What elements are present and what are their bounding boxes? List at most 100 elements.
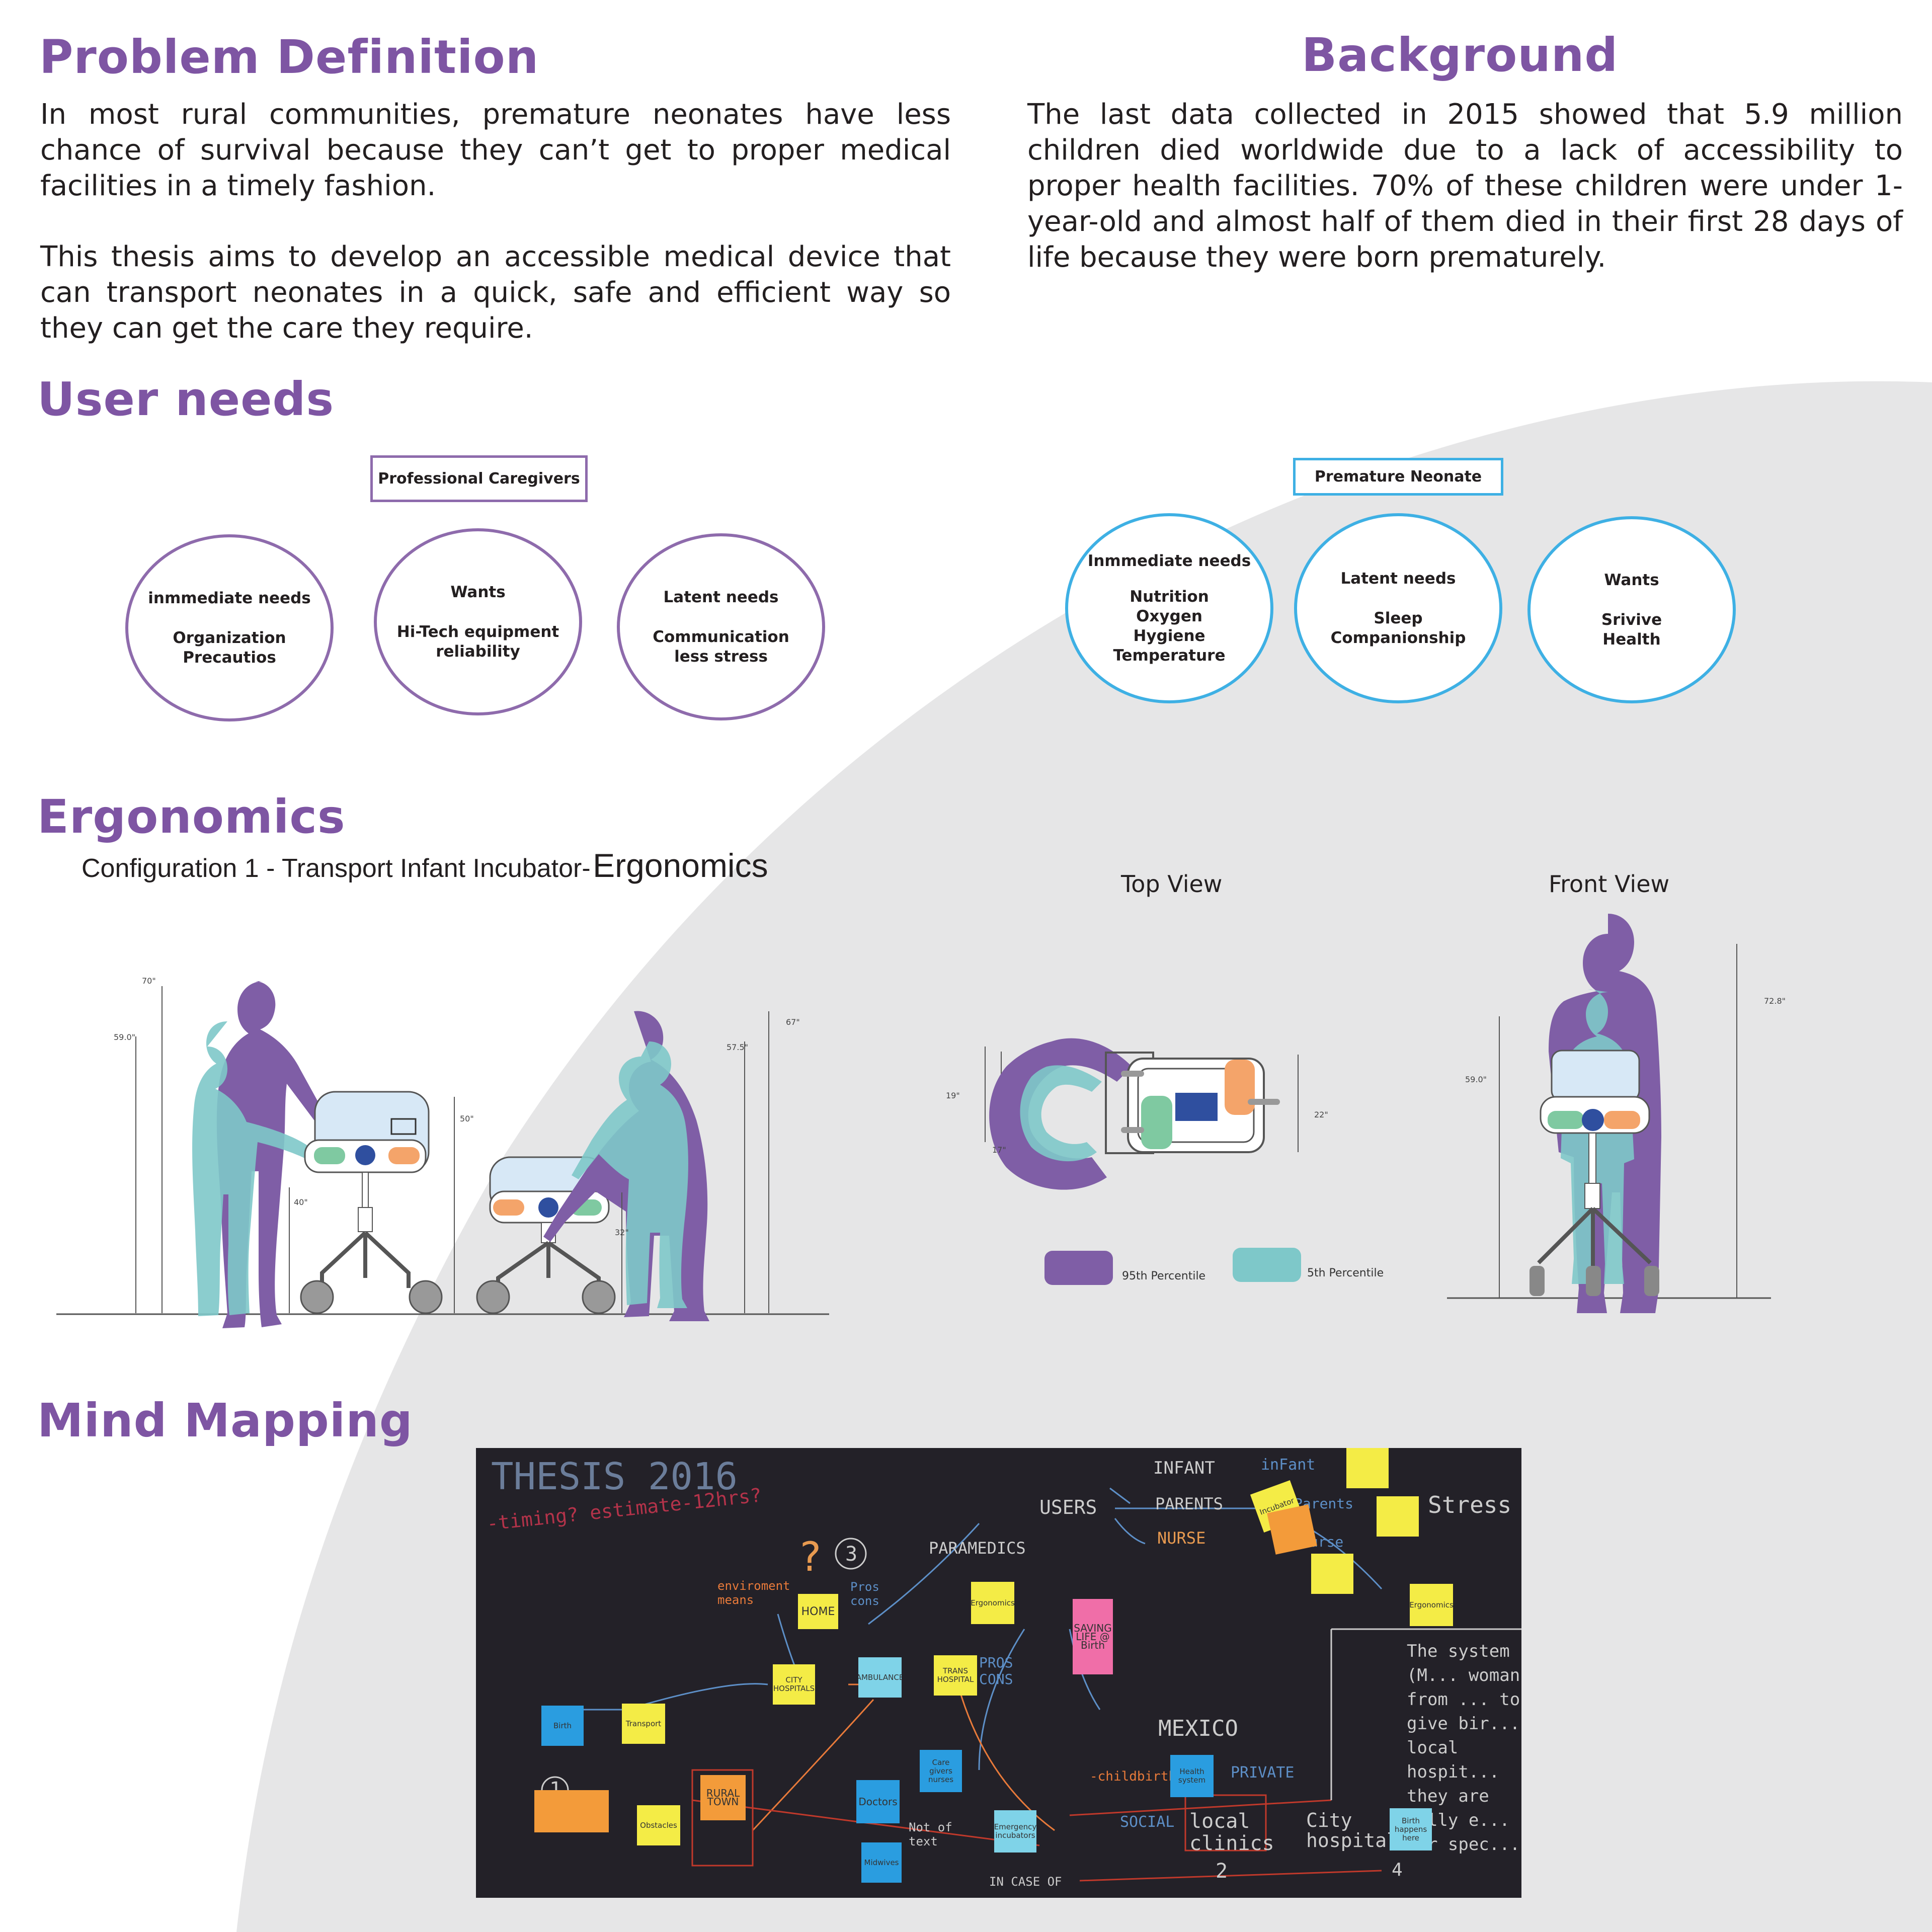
circle-title: Wants <box>1604 571 1659 589</box>
caregiver-circle-wants: Wants Hi-Tech equipment reliability <box>374 528 582 715</box>
chalk-circle <box>835 1538 867 1570</box>
dim-front-59: 59.0" <box>1465 1075 1487 1084</box>
panel-dial <box>355 1145 375 1165</box>
problem-title: Problem Definition <box>39 30 539 84</box>
chalk-local: local clinics <box>1189 1810 1274 1855</box>
front-caster <box>1644 1266 1659 1296</box>
circle-item: Nutrition <box>1130 587 1209 606</box>
panel-dial <box>1582 1109 1604 1131</box>
wheel <box>476 1280 510 1314</box>
note-ambulance: AMBULANCE <box>858 1657 902 1698</box>
short-figure-left <box>192 1021 318 1316</box>
note-emergency: Emergency incubators <box>994 1810 1036 1853</box>
wheel <box>300 1280 334 1314</box>
dim-67: 67" <box>786 1017 800 1027</box>
circle-item: Hi-Tech equipment <box>396 622 559 641</box>
caregivers-label: Professional Caregivers <box>370 455 588 502</box>
chalk-line <box>626 1683 768 1711</box>
top-view-panel-orange <box>1225 1060 1255 1115</box>
panel-orange <box>1604 1111 1640 1129</box>
circle-title: inmmediate needs <box>148 589 311 607</box>
chalk-thesis: THESIS 2016 <box>491 1455 738 1498</box>
caregiver-circle-immediate: inmmediate needs Organization Precautios <box>125 534 334 721</box>
panel-orange <box>493 1199 524 1216</box>
problem-paragraph-2: This thesis aims to develop an accessibl… <box>40 240 951 345</box>
neonate-label: Premature Neonate <box>1293 458 1503 496</box>
note-transport: Transport <box>622 1704 665 1744</box>
front-pole <box>1588 1133 1596 1184</box>
ergonomics-subtitle-b: Ergonomics <box>593 847 768 884</box>
circle-item: Communication <box>653 627 789 646</box>
dim-57-5: 57.5" <box>727 1042 748 1052</box>
circle-item: Srivive <box>1601 610 1662 629</box>
circle-title: Inmmediate needs <box>1087 551 1251 570</box>
chalk-two: 2 <box>1216 1860 1228 1883</box>
dim-17: 17" <box>992 1145 1006 1155</box>
chalk-in-case: IN CASE OF <box>989 1875 1062 1889</box>
problem-paragraph-1: In most rural communities, premature neo… <box>40 98 951 202</box>
front-incubator-hood <box>1551 1050 1640 1102</box>
chalk-not-of: Not of text <box>909 1820 952 1848</box>
chalk-line <box>1069 1629 1101 1710</box>
note-care-givers: Care givers nurses <box>920 1750 962 1792</box>
chalk-lines <box>541 1487 1521 1882</box>
caregiver-circle-latent: Latent needs Communication less stress <box>617 533 825 720</box>
background-title: Background <box>1302 28 1619 82</box>
note-blank <box>1311 1554 1353 1594</box>
note-blank <box>567 1790 609 1832</box>
chalk-line <box>1114 1518 1146 1545</box>
ergonomics-subtitle-a: Configuration 1 - Transport Infant Incub… <box>82 854 591 883</box>
note-rural-town: RURAL TOWN <box>700 1775 746 1820</box>
chalk-line <box>1109 1487 1131 1504</box>
chalk-line <box>978 1629 1025 1770</box>
note-birth: Birth <box>541 1706 584 1746</box>
top-view-handle <box>1248 1099 1280 1105</box>
legend-label-95: 95th Percentile <box>1122 1270 1206 1282</box>
short-figure-right <box>572 1041 688 1308</box>
circle-item: Organization <box>173 628 286 647</box>
note-trans-hospital: TRANS HOSPITAL <box>934 1655 977 1696</box>
dim-22: 22" <box>1314 1110 1328 1119</box>
note-doctors: Doctors <box>856 1780 900 1823</box>
chalk-four: 4 <box>1392 1860 1403 1880</box>
neonate-circle-latent: Latent needs Sleep Companionship <box>1294 513 1502 703</box>
front-caster <box>1586 1266 1601 1296</box>
wheel <box>582 1280 616 1314</box>
note-obstacles: Obstacles <box>637 1805 680 1845</box>
chalk-mexico: MEXICO <box>1158 1716 1238 1741</box>
note-birth-happens: Birth happens here <box>1390 1808 1432 1850</box>
dim-50: 50" <box>460 1114 474 1123</box>
chalk-parents: PARENTS <box>1155 1494 1223 1513</box>
rural-town-frame <box>691 1769 754 1867</box>
incubator-joint-left <box>358 1207 373 1232</box>
top-view-handle <box>1121 1071 1144 1077</box>
chalk-line <box>868 1522 980 1625</box>
note-health-system: Health system <box>1170 1755 1214 1797</box>
chalk-three: 3 <box>845 1543 858 1566</box>
ergonomics-subtitle: Configuration 1 - Transport Infant Incub… <box>82 846 768 884</box>
chalk-question: ? <box>798 1534 823 1580</box>
circle-item: Health <box>1602 630 1661 649</box>
ergonomics-title: Ergonomics <box>37 790 346 844</box>
chalk-users: USERS <box>1039 1496 1097 1518</box>
chalk-paramedics: PARAMEDICS <box>929 1539 1026 1558</box>
circle-title: Latent needs <box>1340 569 1456 588</box>
chalk-pros-1: Pros cons <box>850 1580 879 1608</box>
chalk-line <box>1069 1799 1332 1816</box>
neonate-circle-wants: Wants Srivive Health <box>1527 516 1736 703</box>
front-legs <box>1537 1207 1652 1268</box>
circle-item: Companionship <box>1330 628 1466 647</box>
note-ergonomics-2: Ergonomics <box>1410 1584 1453 1626</box>
chalk-nurse: NURSE <box>1157 1528 1206 1548</box>
top-view-figure-small <box>1020 1065 1102 1162</box>
circle-item: Temperature <box>1113 646 1226 665</box>
note-city-hospitals: CITY HOSPITALS <box>773 1664 815 1705</box>
panel-green <box>314 1147 345 1164</box>
note-blank <box>1267 1504 1317 1555</box>
top-view-handle <box>1121 1127 1144 1133</box>
note-saving-life: SAVING LIFE @ Birth <box>1073 1599 1113 1674</box>
legend-swatch-5 <box>1233 1248 1301 1282</box>
chalk-enviroment: enviroment means <box>717 1579 790 1607</box>
